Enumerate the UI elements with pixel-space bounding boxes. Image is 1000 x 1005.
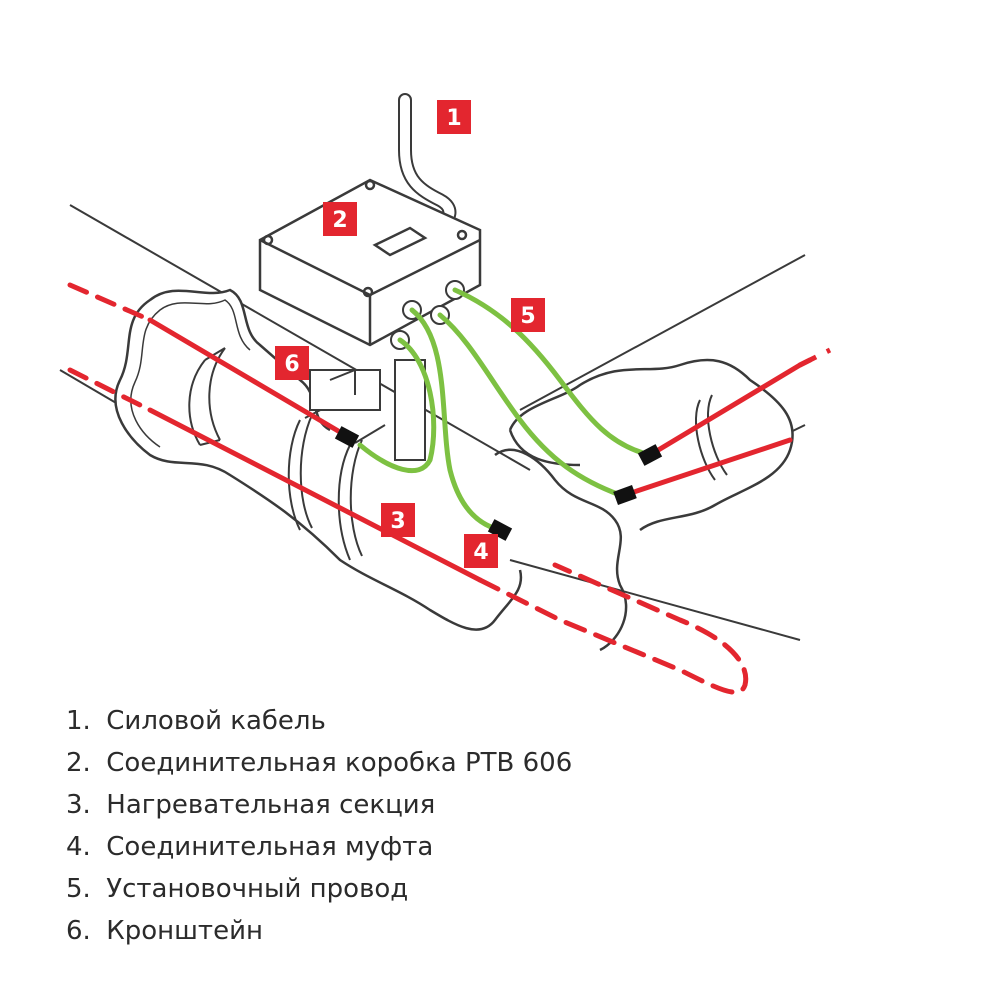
legend-number: 1. — [66, 706, 91, 736]
insulation-cut-branch — [508, 358, 794, 532]
installation-wires — [357, 287, 653, 533]
connection-muffs — [334, 426, 663, 541]
badge-1: 1 — [437, 100, 471, 134]
junction-box — [258, 178, 482, 347]
legend-item: 2. Соединительная коробка PTB 606 — [66, 742, 572, 784]
legend-text: Силовой кабель — [106, 706, 326, 736]
svg-text:3: 3 — [390, 509, 405, 534]
legend-number: 4. — [66, 832, 91, 862]
heating-system-diagram: 1 2 3 4 5 6 — [59, 93, 832, 695]
legend-number: 5. — [66, 874, 91, 904]
insulation-inner-left — [130, 299, 251, 448]
svg-text:1: 1 — [446, 106, 461, 131]
legend-item: 5. Установочный провод — [66, 868, 572, 910]
pipe-clamp-branch — [694, 394, 728, 481]
svg-text:5: 5 — [520, 304, 535, 329]
legend-number: 2. — [66, 748, 91, 778]
badge-3: 3 — [381, 503, 415, 537]
legend-item: 6. Кронштейн — [66, 910, 572, 952]
legend-text: Соединительная муфта — [106, 832, 434, 862]
badge-5: 5 — [511, 298, 545, 332]
legend-text: Нагревательная секция — [106, 790, 436, 820]
svg-text:6: 6 — [284, 352, 299, 377]
legend-item: 3. Нагревательная секция — [66, 784, 572, 826]
svg-text:4: 4 — [473, 540, 488, 565]
legend-number: 3. — [66, 790, 91, 820]
insulation-cut-left — [114, 288, 523, 631]
legend-number: 6. — [66, 916, 91, 946]
legend-item: 1. Силовой кабель — [66, 700, 572, 742]
legend-text: Кронштейн — [106, 916, 263, 946]
insulation-cut-right — [494, 448, 628, 652]
badge-6: 6 — [275, 346, 309, 380]
hose-clamps — [287, 404, 386, 561]
legend-item: 4. Соединительная муфта — [66, 826, 572, 868]
bracket — [309, 359, 426, 461]
legend-text: Установочный провод — [106, 874, 409, 904]
legend-text: Соединительная коробка PTB 606 — [106, 748, 573, 778]
svg-text:2: 2 — [332, 208, 347, 233]
pipe-clamp-left — [188, 347, 226, 446]
legend-list: 1. Силовой кабель 2. Соединительная коро… — [66, 700, 572, 952]
badge-2: 2 — [323, 202, 357, 236]
badge-4: 4 — [464, 534, 498, 568]
